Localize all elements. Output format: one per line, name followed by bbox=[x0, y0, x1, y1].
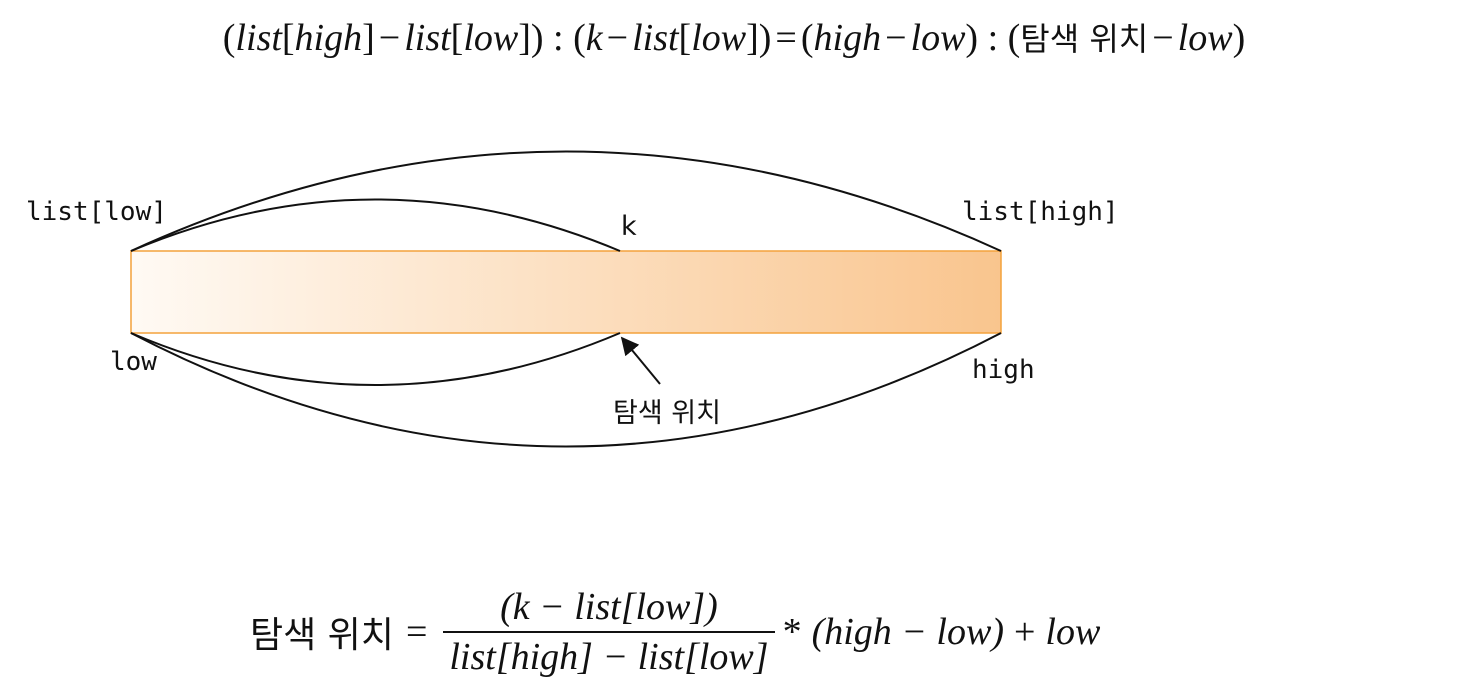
index-range-arc bbox=[130, 332, 1002, 448]
label-list-high: list[high] bbox=[962, 197, 1119, 227]
top-formula-bracket-close-2: ]) bbox=[518, 17, 544, 59]
top-formula-low-1: low bbox=[463, 17, 519, 59]
bottom-formula-factor: (high − low) bbox=[811, 611, 1004, 653]
top-proportion-formula: (list[high]−list[low]) : (k−list[low])=(… bbox=[0, 14, 1468, 60]
top-formula-list-2: list bbox=[404, 17, 451, 59]
top-formula-bracket-close-1: ] bbox=[362, 17, 375, 59]
top-formula-low-2: low bbox=[691, 17, 747, 59]
top-formula-minus-3: − bbox=[885, 17, 907, 59]
bottom-formula-denominator: list[high] − list[low] bbox=[449, 636, 769, 678]
top-formula-bracket-2: [ bbox=[450, 17, 464, 59]
bottom-formula-numerator: (k − list[low]) bbox=[500, 586, 718, 628]
value-range-arc bbox=[130, 150, 1002, 252]
label-high: high bbox=[972, 355, 1035, 385]
label-k: k bbox=[621, 211, 637, 242]
top-formula-minus-2: − bbox=[606, 17, 629, 59]
top-formula-minus-1: − bbox=[378, 17, 401, 59]
top-formula-ratio-1: : bbox=[543, 17, 574, 59]
top-formula-bracket-1: [ bbox=[281, 17, 295, 59]
top-formula-open-paren-3: ( bbox=[800, 17, 814, 59]
top-formula-open-paren-4: ( bbox=[1007, 17, 1021, 59]
top-formula-high-2: high bbox=[813, 17, 882, 59]
top-formula-minus-4: − bbox=[1152, 17, 1174, 59]
top-formula-bracket-close-3: ]) bbox=[746, 17, 772, 59]
top-formula-close-paren-3: ) bbox=[965, 17, 979, 59]
bottom-formula-times: * bbox=[782, 611, 802, 653]
top-formula-open-paren-1: ( bbox=[222, 17, 236, 59]
bottom-formula-lhs: 탐색 위치 bbox=[250, 615, 394, 656]
top-formula-list-3: list bbox=[632, 17, 679, 59]
value-offset-arc bbox=[130, 198, 621, 252]
top-formula-open-paren-2: ( bbox=[573, 17, 586, 59]
top-formula-low-3: low bbox=[910, 17, 966, 59]
bottom-formula-low: low bbox=[1045, 611, 1101, 653]
bottom-formula-plus: + bbox=[1013, 611, 1036, 653]
bottom-search-position-formula: 탐색 위치 = (k − list[low]) list[high] − lis… bbox=[250, 582, 1100, 682]
top-formula-search-position: 탐색 위치 bbox=[1020, 20, 1149, 58]
top-formula-close-paren-4: ) bbox=[1232, 17, 1246, 59]
top-formula-list-1: list bbox=[235, 17, 282, 59]
top-formula-ratio-2: : bbox=[978, 17, 1008, 59]
top-formula-low-4: low bbox=[1177, 17, 1233, 59]
top-formula-k: k bbox=[585, 17, 603, 59]
label-low: low bbox=[110, 347, 157, 377]
bottom-formula-fraction: (k − list[low]) list[high] − list[low] bbox=[443, 585, 775, 679]
top-formula-equals: = bbox=[775, 17, 797, 59]
label-list-low: list[low] bbox=[26, 197, 167, 227]
top-formula-high-1: high bbox=[294, 17, 363, 59]
label-search-position: 탐색 위치 bbox=[613, 398, 721, 429]
bottom-formula-equals: = bbox=[405, 611, 428, 653]
top-formula-bracket-3: [ bbox=[678, 17, 692, 59]
array-bar bbox=[130, 250, 1002, 334]
fraction-bar bbox=[443, 631, 775, 633]
search-position-arrow bbox=[620, 336, 661, 385]
index-offset-arc bbox=[130, 332, 621, 386]
